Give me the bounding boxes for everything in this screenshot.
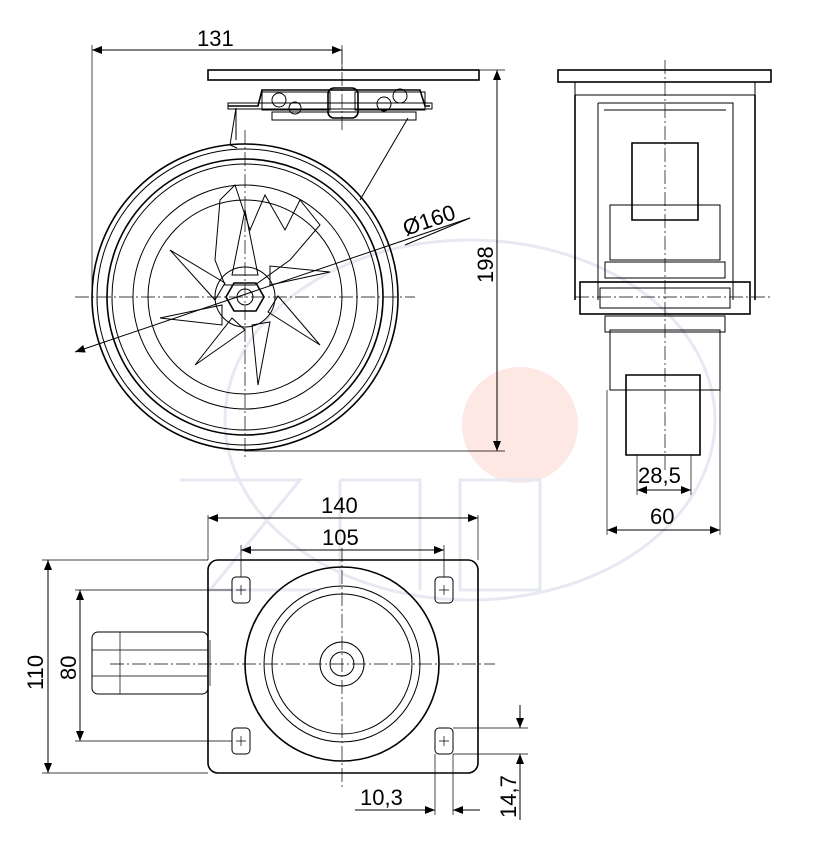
dim-60-label: 60 [650, 504, 674, 529]
dim-110-label: 110 [23, 655, 48, 690]
dim-131 [91, 45, 343, 300]
dim-198-label: 198 [473, 246, 498, 283]
dim-28-5-label: 28,5 [638, 463, 681, 488]
dim-80 [75, 589, 232, 742]
side-view [557, 60, 772, 470]
watermark-logo [180, 238, 717, 602]
dim-10-3-label: 10,3 [360, 785, 403, 810]
dim-60 [606, 390, 721, 535]
dim-198 [245, 69, 505, 452]
dim-140 [207, 514, 479, 560]
dim-14-7-label: 14,7 [496, 775, 521, 818]
dim-105 [240, 545, 445, 577]
dim-140-label: 140 [321, 493, 358, 518]
dim-131-label: 131 [197, 26, 234, 51]
dim-14-7 [453, 705, 528, 820]
dim-10-3 [355, 754, 480, 815]
dim-28-5 [636, 455, 692, 495]
dim-105-label: 105 [322, 525, 359, 550]
front-view [74, 50, 480, 460]
top-view [91, 548, 495, 790]
dim-110 [42, 559, 208, 774]
dim-80-label: 80 [56, 656, 81, 680]
